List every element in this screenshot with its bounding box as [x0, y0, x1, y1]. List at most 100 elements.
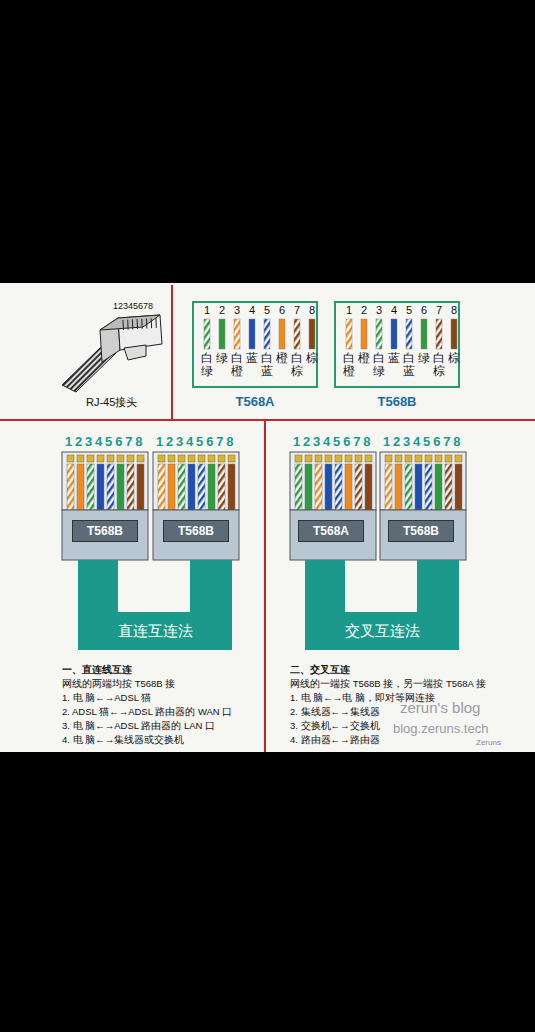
plug-contact: [188, 455, 195, 462]
plug-wire: [168, 464, 175, 510]
plug-contact: [178, 455, 185, 462]
wire-sample: [361, 319, 367, 349]
plug-contact: [385, 455, 392, 462]
plug-wire: [97, 464, 104, 510]
contact-slot: [137, 319, 138, 329]
cable-band: 直连互连法: [78, 612, 232, 650]
cable-band: 交叉互连法: [305, 612, 459, 650]
wire-sample: [376, 319, 382, 349]
note-line: 3. 电 脑←→ADSL 路由器的 LAN 口: [62, 720, 215, 733]
wire-color: 橙: [358, 352, 370, 365]
plug-wire: [395, 464, 402, 510]
plug-wire: [455, 464, 462, 510]
pin-number: 2: [217, 304, 227, 316]
wire-sample: [279, 319, 285, 349]
plug-contact: [405, 455, 412, 462]
plug-contact: [208, 455, 215, 462]
wire-color: 蓝: [246, 352, 258, 365]
wire-color: 白绿: [201, 352, 213, 378]
watermark: Zeruns: [476, 738, 501, 747]
pin-number: 1: [344, 304, 354, 316]
wire-color: 白蓝: [403, 352, 415, 378]
plug-standard: T568A: [313, 524, 349, 538]
plug-body: [62, 452, 148, 510]
plug-wire: [405, 464, 412, 510]
plug-label-box: T568B: [72, 520, 138, 542]
plug-contact: [218, 455, 225, 462]
wire-color: 绿: [216, 352, 228, 365]
wire-color: 棕: [448, 352, 460, 365]
method-name: 交叉互连法: [345, 622, 420, 641]
pin-numbers: 12345678: [65, 434, 145, 449]
plug-contact: [198, 455, 205, 462]
plug-wire: [435, 464, 442, 510]
contact-slot: [132, 319, 133, 329]
plug-wire: [107, 464, 114, 510]
plug-wire: [158, 464, 165, 510]
plug-wire: [425, 464, 432, 510]
plug-body: [380, 452, 466, 510]
wire-color: 白绿: [373, 352, 385, 378]
plug-contact: [315, 455, 322, 462]
plug-contact: [107, 455, 114, 462]
plug-contact: [295, 455, 302, 462]
note-line: 1. 电 脑←→ADSL 猫: [62, 692, 151, 705]
plug-contact: [67, 455, 74, 462]
pin-numbers: 12345678: [293, 434, 373, 449]
contact-slot: [127, 320, 128, 330]
note-line: 网线的两端均按 T568B 接: [62, 678, 175, 691]
plug-label-box: T568A: [298, 520, 364, 542]
wire-color: 白棕: [433, 352, 445, 378]
pin-number: 6: [277, 304, 287, 316]
plug-contact: [137, 455, 144, 462]
pin-numbers: 12345678: [113, 301, 153, 311]
wire-color: 蓝: [388, 352, 400, 365]
plug-label-box: T568B: [163, 520, 229, 542]
wire-sample: [249, 319, 255, 349]
plug-wire: [385, 464, 392, 510]
plug-wire: [218, 464, 225, 510]
plug-contact: [365, 455, 372, 462]
wire-sample: [309, 319, 315, 349]
note-line: 4. 电 脑←→集线器或交换机: [62, 734, 184, 747]
pin-number: 6: [419, 304, 429, 316]
note-line: 网线的一端按 T568B 接，另一端按 T568A 接: [290, 678, 486, 691]
plug-wire: [315, 464, 322, 510]
pin-number: 7: [292, 304, 302, 316]
pin-number: 3: [374, 304, 384, 316]
pin-numbers: 12345678: [383, 434, 463, 449]
plug-wire: [228, 464, 235, 510]
pin-number: 5: [262, 304, 272, 316]
contact-slot: [151, 318, 152, 328]
plug-contact: [345, 455, 352, 462]
wire-color: 白橙: [231, 352, 243, 378]
watermark: zerun's blog: [400, 699, 480, 716]
plug-wire: [137, 464, 144, 510]
plug-body: [153, 452, 239, 510]
plug-contact: [425, 455, 432, 462]
note-line: 2. 集线器←→集线器: [290, 706, 380, 719]
pin-number: 4: [389, 304, 399, 316]
plug-standard: T568B: [87, 524, 123, 538]
cable-band: [190, 560, 232, 614]
contact-slot: [155, 318, 156, 328]
plug-label-box: T568B: [388, 520, 454, 542]
plug-contact: [335, 455, 342, 462]
plug-wire: [198, 464, 205, 510]
plug-wire: [295, 464, 302, 510]
plug-wire: [67, 464, 74, 510]
plug-wire: [345, 464, 352, 510]
plug-wire: [415, 464, 422, 510]
pin-number: 8: [449, 304, 459, 316]
plug-contact: [127, 455, 134, 462]
plug-wire: [117, 464, 124, 510]
wire-sample: [406, 319, 412, 349]
pin-number: 2: [359, 304, 369, 316]
plug-contact: [415, 455, 422, 462]
plug-contact: [97, 455, 104, 462]
wire-sample: [234, 319, 240, 349]
plug-contact: [228, 455, 235, 462]
wire-sample: [204, 319, 210, 349]
plug-wire: [178, 464, 185, 510]
